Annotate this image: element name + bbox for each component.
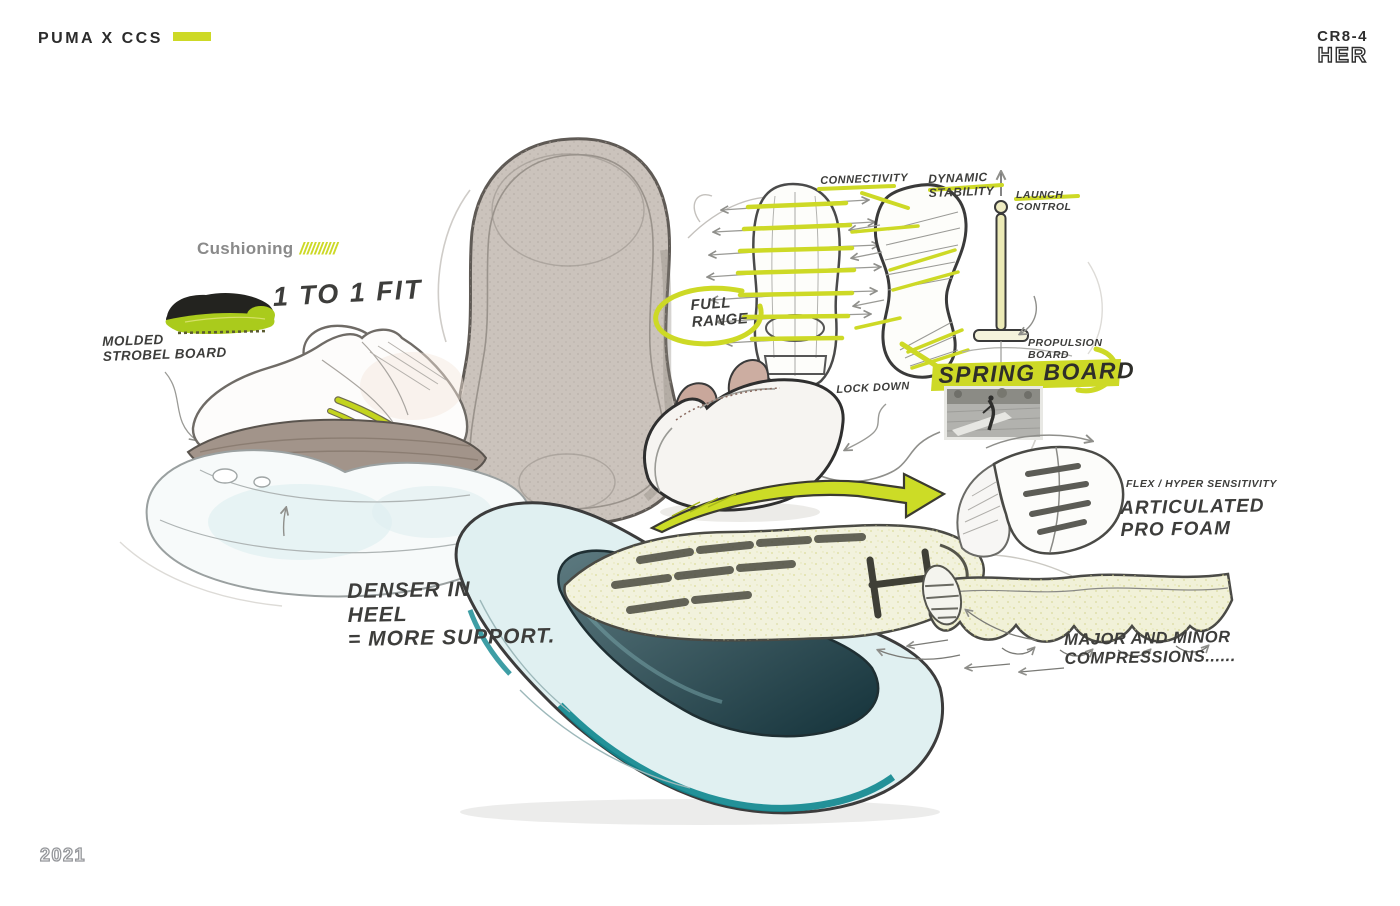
denser-heel-label: DENSER IN HEEL = MORE SUPPORT.: [347, 577, 556, 651]
brand-accent-bar: [172, 32, 211, 41]
propulsion-plate-sketch: [563, 523, 986, 642]
outsole-map-connectivity: [708, 182, 880, 391]
spring-board-label: SPRING BOARD: [938, 356, 1136, 388]
compressions-label: MAJOR AND MINOR COMPRESSIONS......: [1064, 628, 1236, 668]
flex-sensitivity-label: FLEX / HYPER SENSITIVITY: [1126, 478, 1277, 490]
spring-board-band: [931, 359, 1121, 391]
product-photo-thumbnail: [165, 293, 275, 335]
launch-control-pole: [961, 172, 1073, 364]
annotation-marks: [164, 183, 1119, 483]
cushioning-label: Cushioning//////////: [197, 239, 338, 258]
model-code: CR8-4: [1317, 28, 1368, 45]
year-label: 2021: [39, 844, 87, 865]
model-name: HER: [1317, 43, 1368, 67]
dynamic-stability-label: DYNAMIC STABILITY: [927, 169, 995, 200]
cushioning-slashes: //////////: [299, 239, 337, 258]
springboard-photo: [944, 386, 1043, 440]
articulated-foam-sketch: [956, 435, 1125, 558]
outsole-map-stability: [850, 183, 970, 379]
articulated-pro-foam-label: ARTICULATED PRO FOAM: [1120, 495, 1265, 541]
spring-motion-arrow: [649, 472, 947, 534]
launch-control-label: LAUNCH CONTROL: [1016, 189, 1072, 213]
molded-strobel-label: MOLDED STROBEL BOARD: [102, 331, 228, 365]
full-range-label: FULL RANGE: [690, 294, 749, 332]
left-outsole-sketch: [145, 449, 532, 598]
propulsion-board-label: PROPULSION BOARD: [1028, 337, 1103, 361]
brand-logo: PUMA X CCS: [38, 30, 211, 48]
model-code-block: CR8-4 HER: [1317, 28, 1368, 68]
brand-text: PUMA X CCS: [38, 30, 163, 47]
footbed-insole-sketch: [450, 137, 685, 527]
compression-foam-strip: [878, 564, 1234, 672]
